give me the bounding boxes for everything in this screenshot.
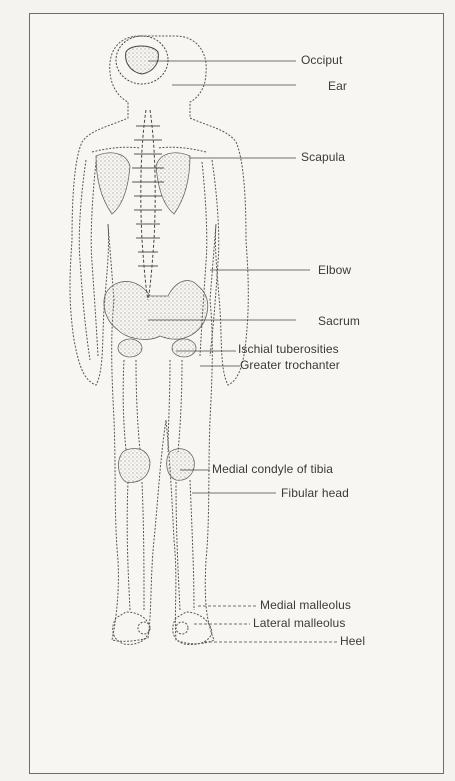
bone-shading: [96, 153, 208, 483]
label-elbow: Elbow: [318, 263, 351, 277]
label-medial-condyle-of-tibia: Medial condyle of tibia: [212, 462, 333, 476]
label-sacrum: Sacrum: [318, 314, 360, 328]
skull: [116, 36, 168, 84]
label-fibular-head: Fibular head: [281, 486, 349, 500]
leg-bones: [123, 360, 194, 610]
label-lateral-malleolus: Lateral malleolus: [253, 616, 345, 630]
label-scapula: Scapula: [301, 150, 345, 164]
label-ear: Ear: [328, 79, 347, 93]
label-ischial-tuberosities: Ischial tuberosities: [238, 342, 339, 356]
shoulder-girdle: [92, 147, 206, 152]
label-medial-malleolus: Medial malleolus: [260, 598, 351, 612]
label-greater-trochanter: Greater trochanter: [240, 358, 340, 372]
feet: [113, 612, 212, 645]
spine: [132, 110, 164, 300]
label-heel: Heel: [340, 634, 365, 648]
label-occiput: Occiput: [301, 53, 342, 67]
